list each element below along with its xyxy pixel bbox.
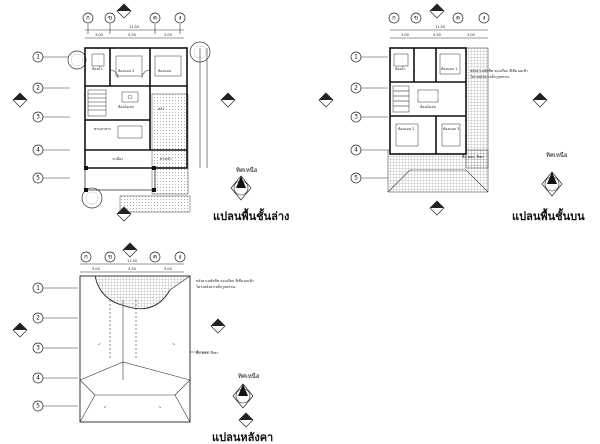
grid-number: 1 [354, 54, 358, 61]
grid-bubbles-top: ก ข ค ง [82, 12, 186, 34]
grid-number: 2 [36, 85, 40, 92]
roof-note: พื้น คสล. สีเทา [462, 154, 484, 159]
roof-note: โครงหลังคาเหล็กรูปพรรณ [196, 283, 236, 289]
room-label: ห้องนอน 2 [398, 127, 414, 131]
svg-text:⬐: ⬐ [104, 405, 107, 409]
room-label: ห้องนั่งเล่น [420, 104, 437, 109]
room-label: ทานอาหาร [94, 127, 111, 131]
room-label: ระเบียง [112, 156, 123, 161]
dim-overall: 11.50 [127, 259, 137, 263]
roof-note: โครงหลังคาเหล็กรูปพรรณ [470, 73, 510, 79]
grid-letter: ง [179, 254, 182, 261]
dim-segment: 3.00 [401, 33, 409, 37]
roof-note: พื้น คสล. สีเทา [196, 350, 218, 355]
room-label: ห้องนั่งเล่น [118, 104, 135, 109]
dim-segment: 3.00 [92, 267, 100, 271]
stair [87, 89, 107, 117]
dim-segment: 3.00 [95, 33, 103, 37]
north-symbol: ทิศเหนือ [541, 151, 568, 197]
grid-number: 2 [36, 315, 40, 322]
plan-title-roof: แปลนหลังคา [212, 431, 273, 444]
room-label: ทางเข้า [160, 157, 172, 161]
room-label: ครัว [158, 107, 164, 111]
grid-letter: ข [108, 15, 112, 22]
grid-letter: ก [86, 15, 90, 22]
svg-text:⬐: ⬐ [98, 342, 101, 346]
grid-number: 3 [354, 114, 358, 121]
grid-letter: ง [483, 15, 486, 22]
grid-number: 5 [354, 175, 358, 182]
grid-number: 3 [36, 114, 40, 121]
svg-text:⬎: ⬎ [172, 342, 175, 346]
north-label: ทิศเหนือ [238, 372, 260, 380]
grid-number: 3 [36, 345, 40, 352]
north-label: ทิศเหนือ [546, 151, 568, 159]
room-label: ห้องนอน 1 [441, 67, 457, 71]
roof-note: หลังคาเมทัลชีท ลอนเรียบ สีเขียวอมฟ้า [196, 278, 254, 283]
plan-title-ground: แปลนพื้นชั้นล่าง [213, 208, 289, 223]
grid-bubbles-left: 1 2 3 4 5 [32, 51, 70, 184]
dimension-line: 11.50 3.00 5.50 3.00 [85, 25, 184, 39]
grid-number: 4 [354, 147, 358, 154]
grid-bubbles-top: ก ข ค ง [388, 12, 490, 24]
dim-overall: 11.50 [435, 25, 445, 29]
north-symbol: ทิศเหนือ [232, 372, 260, 409]
grid-letter: ข [414, 15, 418, 22]
room-label: ห้องน้ำ [92, 66, 103, 71]
grid-letter: ก [392, 15, 396, 22]
dim-segment: 5.50 [128, 267, 136, 271]
svg-text:⬎: ⬎ [158, 405, 161, 409]
grid-letter: ง [179, 15, 182, 22]
ground-floor-plan: ก ข ค ง 11.50 3.00 5.50 3.00 1 2 3 4 5 [12, 3, 289, 223]
grid-letter: ค [153, 15, 157, 22]
grid-number: 5 [36, 175, 40, 182]
dim-segment: 3.00 [467, 33, 475, 37]
upper-floor-plan: ก ข ค ง 11.50 3.00 5.50 3.00 1 2 3 4 5 [318, 3, 585, 223]
grid-number: 2 [354, 85, 358, 92]
north-label: ทิศเหนือ [236, 166, 258, 174]
room-label: ห้องนอน 3 [443, 127, 459, 131]
grid-bubbles-left: 1 2 3 4 5 [32, 282, 78, 412]
grid-number: 1 [36, 54, 40, 61]
grid-letter: ก [84, 254, 88, 261]
dim-segment: 3.00 [164, 33, 172, 37]
dimension-line: 11.50 3.00 5.50 3.00 [80, 259, 184, 273]
grid-bubbles-top: ก ข ค ง [80, 251, 186, 263]
room-label: ห้องน้ำ [395, 66, 406, 71]
north-symbol: ทิศเหนือ [230, 166, 258, 201]
room-label: ห้องนอน 2 [118, 69, 134, 73]
grid-letter: ค [456, 15, 460, 22]
dimension-line: 11.50 3.00 5.50 3.00 [390, 25, 488, 39]
grid-letter: ข [108, 254, 112, 261]
roof-plan: ก ข ค ง 11.50 3.00 5.50 3.00 1 2 3 4 5 [12, 242, 273, 444]
grid-bubbles-left: 1 2 3 4 5 [350, 51, 388, 184]
dim-segment: 3.00 [164, 267, 172, 271]
grid-number: 5 [36, 403, 40, 410]
plan-title-upper: แปลนพื้นชั้นบน [512, 208, 585, 223]
roof-note: หลังคาเมทัลชีท ลอนเรียบ สีเขียวอมฟ้า [470, 68, 528, 73]
dim-segment: 5.50 [433, 33, 441, 37]
grid-number: 4 [36, 375, 40, 382]
grid-number: 1 [36, 285, 40, 292]
dim-overall: 11.50 [129, 25, 139, 29]
room-label: ห้องนอน [158, 69, 172, 73]
dim-segment: 5.50 [128, 33, 136, 37]
grid-letter: ค [153, 254, 157, 261]
grid-number: 4 [36, 147, 40, 154]
